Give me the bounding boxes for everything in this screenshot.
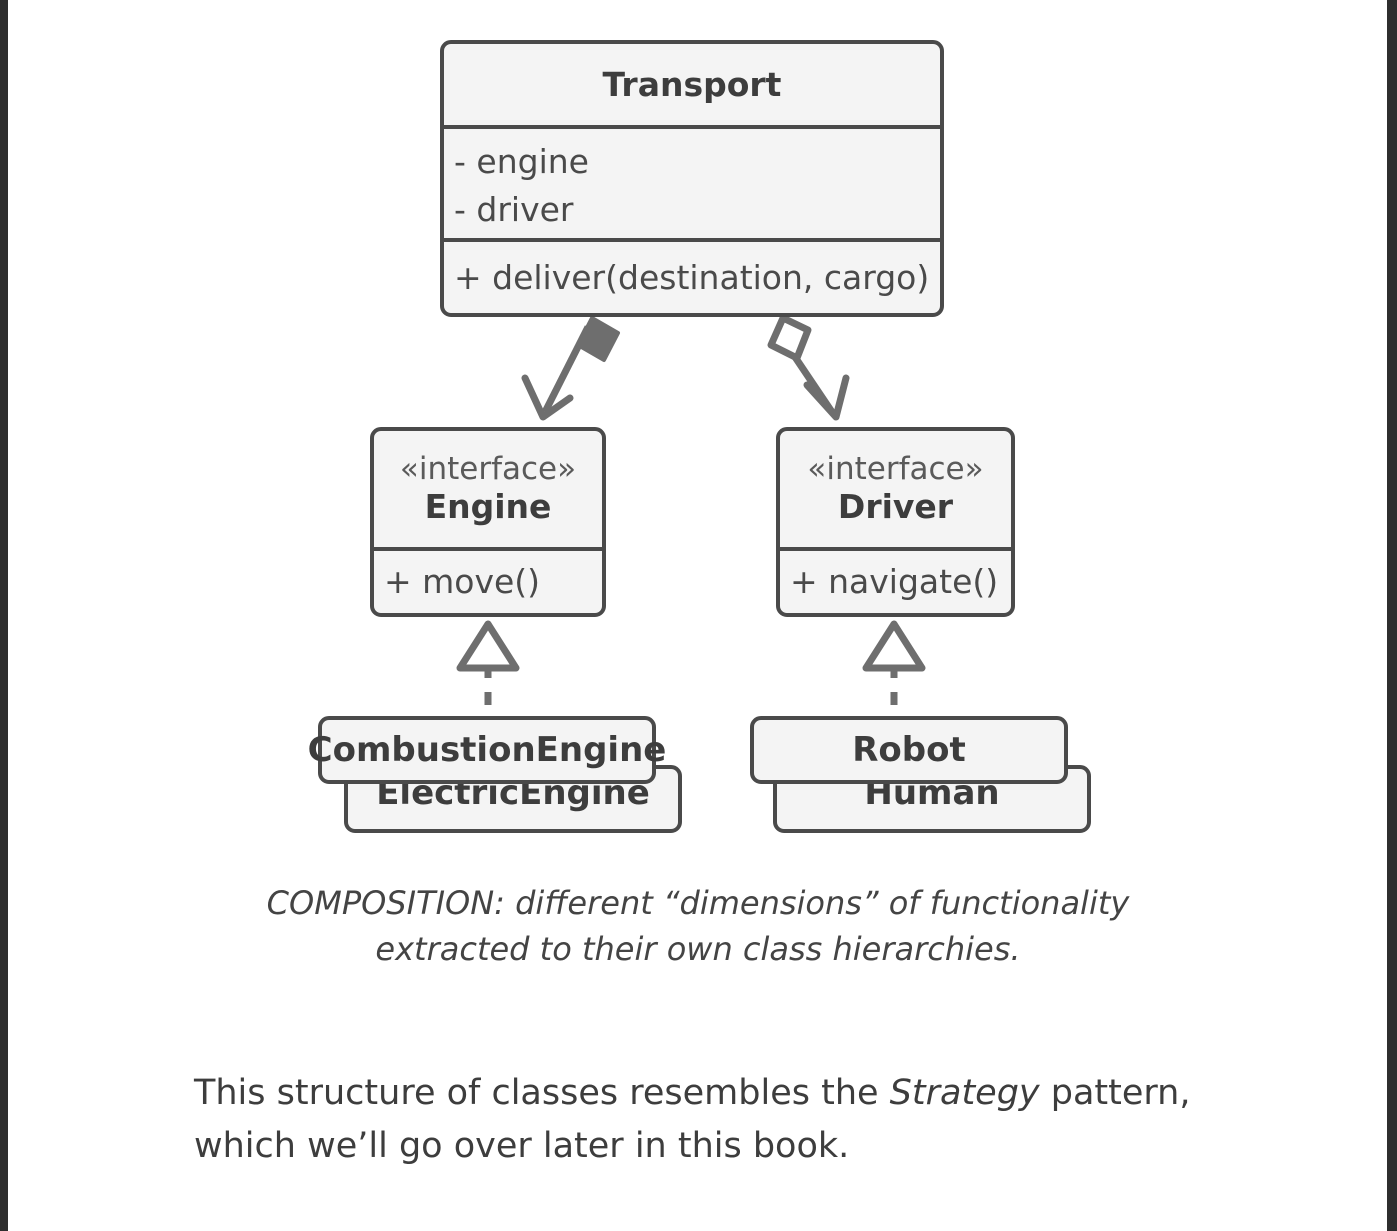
body-text-before: This structure of classes resembles the bbox=[194, 1073, 890, 1113]
body-paragraph: This structure of classes resembles the … bbox=[194, 1067, 1224, 1173]
class-attributes-transport: - engine - driver bbox=[444, 125, 940, 238]
class-box-robot[interactable]: Robot bbox=[750, 716, 1068, 784]
class-operations-transport: + deliver(destination, cargo) bbox=[444, 238, 940, 313]
hollow-diamond-marker bbox=[767, 314, 812, 362]
open-arrowhead bbox=[521, 374, 574, 421]
interface-title-engine: «interface» Engine bbox=[374, 431, 602, 547]
edge-transport-engine-composition bbox=[521, 316, 620, 421]
window-frame-right-band bbox=[1387, 0, 1397, 1231]
window-frame-left-band bbox=[0, 0, 8, 1231]
body-text-emphasis: Strategy bbox=[889, 1073, 1040, 1113]
figure-caption: COMPOSITION: different “dimensions” of f… bbox=[266, 884, 1130, 969]
class-box-transport[interactable]: Transport - engine - driver + deliver(de… bbox=[440, 40, 944, 317]
operation-item: + navigate() bbox=[790, 562, 999, 602]
attribute-item: - engine bbox=[454, 141, 589, 181]
operation-item: + move() bbox=[384, 562, 541, 602]
class-name-label: Engine bbox=[424, 487, 552, 527]
class-name-label: Transport bbox=[602, 64, 782, 104]
class-name-label: Driver bbox=[837, 487, 954, 527]
filled-diamond-marker bbox=[576, 316, 620, 362]
interface-operations-engine: + move() bbox=[374, 547, 602, 613]
interface-title-driver: «interface» Driver bbox=[780, 431, 1011, 547]
attribute-item: - driver bbox=[454, 189, 574, 229]
class-box-combustionengine[interactable]: CombustionEngine bbox=[308, 716, 666, 784]
edge-transport-driver-aggregation bbox=[767, 314, 850, 421]
hollow-triangle-marker bbox=[456, 620, 520, 672]
operation-item: + deliver(destination, cargo) bbox=[454, 257, 930, 297]
open-arrowhead bbox=[803, 374, 850, 421]
diagram-connectors bbox=[456, 314, 926, 716]
interface-operations-driver: + navigate() bbox=[780, 547, 1011, 613]
edge-robot-driver-realization bbox=[862, 620, 926, 716]
page-content: Transport - engine - driver + deliver(de… bbox=[8, 0, 1387, 1231]
class-title-transport: Transport bbox=[444, 44, 940, 125]
interface-box-engine[interactable]: «interface» Engine + move() bbox=[370, 427, 606, 617]
uml-class-diagram: Transport - engine - driver + deliver(de… bbox=[8, 0, 1387, 860]
interface-box-driver[interactable]: «interface» Driver + navigate() bbox=[776, 427, 1015, 617]
stereotype-label: «interface» bbox=[807, 450, 984, 487]
edge-combustionengine-engine-realization bbox=[456, 620, 520, 716]
hollow-triangle-marker bbox=[862, 620, 926, 672]
stereotype-label: «interface» bbox=[399, 450, 577, 487]
body-text-after: pattern, which we’ll go over later in th… bbox=[194, 1073, 1191, 1167]
